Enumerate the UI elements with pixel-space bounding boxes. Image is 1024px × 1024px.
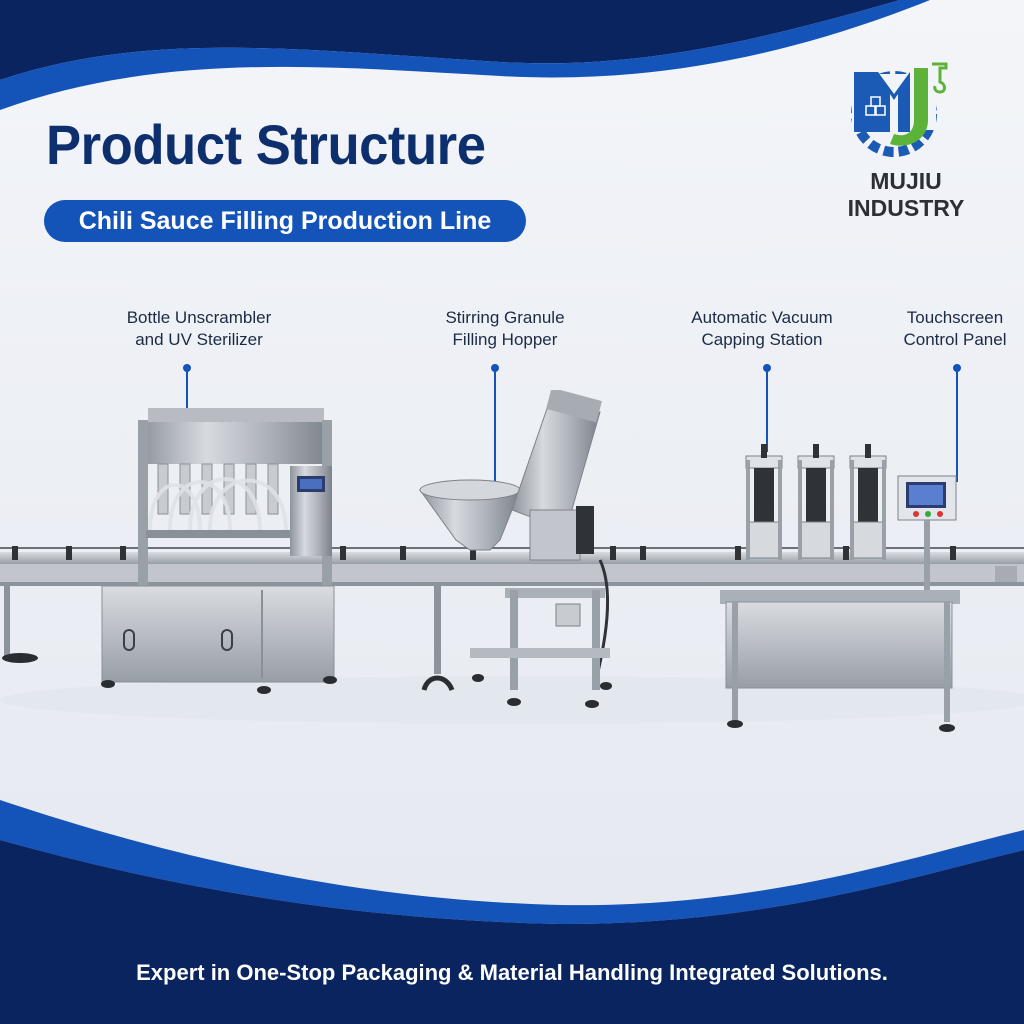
callout-vacuum-capping: Automatic Vacuum Capping Station: [691, 308, 833, 349]
callout-dot-bottle-unscrambler: [183, 364, 191, 372]
footer-tagline: Expert in One-Stop Packaging & Material …: [136, 960, 888, 985]
callout-dot-control-panel: [953, 364, 961, 372]
callout-line-vacuum-capping: [766, 368, 768, 452]
brand-name-line1: MUJIU: [870, 168, 942, 194]
callout-line-bottle-unscrambler: [186, 368, 188, 432]
top-wave-blue: [0, 0, 930, 110]
callout-line-control-panel: [956, 368, 958, 482]
brand-name: MUJIU INDUSTRY: [828, 168, 984, 222]
bottom-wave-navy: [0, 840, 1024, 1024]
callout-bottle-unscrambler: Bottle Unscrambler and UV Sterilizer: [126, 308, 272, 349]
callout-control-panel: Touchscreen Control Panel: [903, 308, 1007, 349]
stirring-hopper-machine: [419, 390, 612, 708]
top-wave-navy: [0, 0, 900, 80]
page-title: Product Structure: [46, 113, 486, 176]
filling-production-line-illustration: [0, 390, 1024, 732]
mj-gear-logo-icon: [851, 62, 948, 157]
piston-filler-machine: [101, 408, 337, 694]
bottom-wave-blue: [0, 800, 1024, 925]
callout-dot-stirring-hopper: [491, 364, 499, 372]
callout-stirring-hopper: Stirring Granule Filling Hopper: [445, 308, 565, 349]
vacuum-capping-machine: [720, 444, 960, 732]
callout-dot-vacuum-capping: [763, 364, 771, 372]
callout-line-stirring-hopper: [494, 368, 496, 486]
brand-name-line2: INDUSTRY: [847, 195, 965, 221]
subtitle-badge: Chili Sauce Filling Production Line: [44, 200, 526, 242]
